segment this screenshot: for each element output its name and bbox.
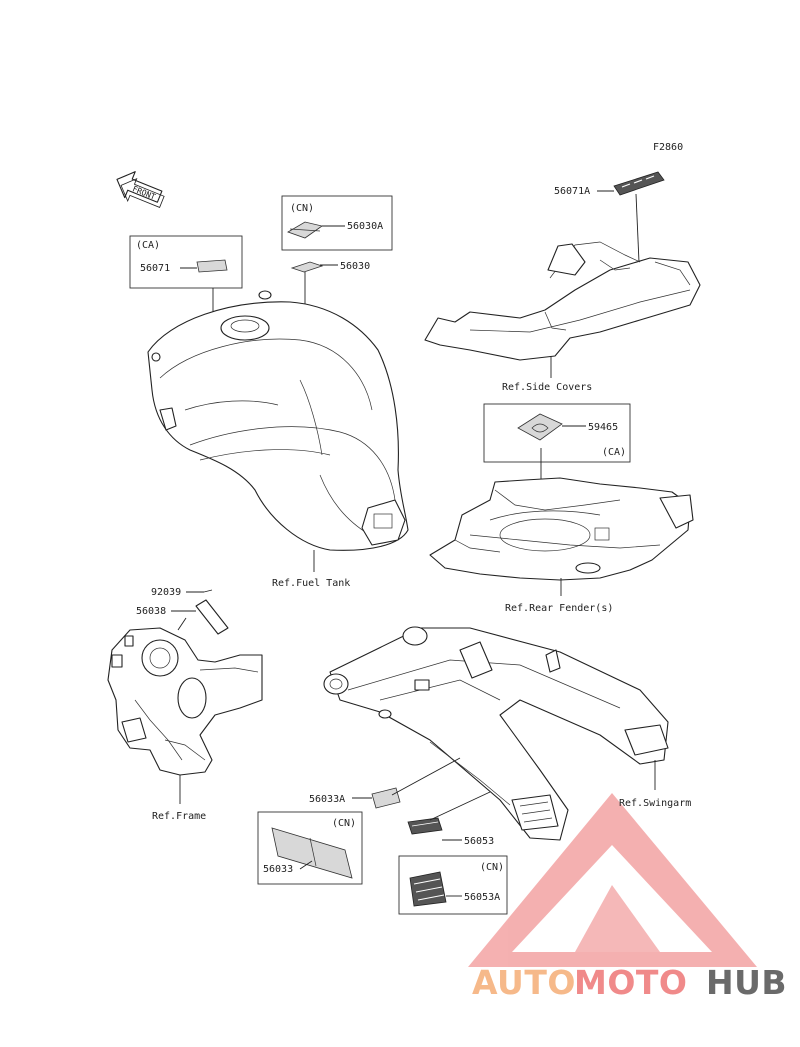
ref-fuel-tank: Ref.Fuel Tank	[272, 578, 350, 589]
decal-56071A	[613, 171, 665, 196]
part-number-56033: 56033	[263, 864, 293, 875]
plate-56038	[195, 599, 229, 635]
decal-56030	[290, 261, 324, 273]
region-59465: (CA)	[602, 447, 626, 458]
decal-56033	[271, 827, 353, 879]
label-box-59465	[483, 403, 631, 463]
front-arrow-icon: FRONT	[116, 171, 165, 208]
ref-side-covers: Ref.Side Covers	[502, 382, 592, 393]
region-56053A: (CN)	[480, 862, 504, 873]
watermark-logo: AUTO MOTO HUB	[468, 793, 787, 1002]
label-box-56030A	[281, 195, 393, 251]
part-number-56071A: 56071A	[554, 186, 590, 197]
region-56033: (CN)	[332, 818, 356, 829]
label-box-56053A	[398, 855, 508, 915]
part-number-56053: 56053	[464, 836, 494, 847]
ref-frame: Ref.Frame	[152, 811, 206, 822]
fuel-tank	[147, 290, 409, 551]
watermark-auto: AUTO	[472, 963, 576, 1002]
decal-56033A	[371, 787, 401, 809]
decal-56053	[407, 817, 443, 835]
part-number-56038: 56038	[136, 606, 166, 617]
part-number-56033A: 56033A	[309, 794, 345, 805]
label-box-56071	[129, 235, 243, 289]
part-number-56053A: 56053A	[464, 892, 500, 903]
decal-56053A	[409, 871, 447, 907]
decal-56071	[196, 259, 228, 273]
decal-59465	[517, 413, 563, 441]
part-number-59465: 59465	[588, 422, 618, 433]
watermark-triangle-icon	[468, 793, 757, 967]
swingarm	[323, 626, 669, 841]
watermark-moto: MOTO	[574, 963, 687, 1002]
rear-fender	[429, 477, 694, 581]
watermark-hub: HUB	[706, 963, 787, 1002]
ref-swingarm: Ref.Swingarm	[619, 798, 691, 809]
part-number-56030: 56030	[340, 261, 370, 272]
region-56071: (CA)	[136, 240, 160, 251]
part-number-56071: 56071	[140, 263, 170, 274]
ref-rear-fender: Ref.Rear Fender(s)	[505, 603, 613, 614]
label-box-56033	[257, 811, 363, 885]
part-number-56030A: 56030A	[347, 221, 383, 232]
side-covers	[424, 241, 701, 361]
part-number-92039: 92039	[151, 587, 181, 598]
region-56030A: (CN)	[290, 203, 314, 214]
figure-code: F2860	[653, 142, 683, 153]
frame	[107, 627, 263, 776]
